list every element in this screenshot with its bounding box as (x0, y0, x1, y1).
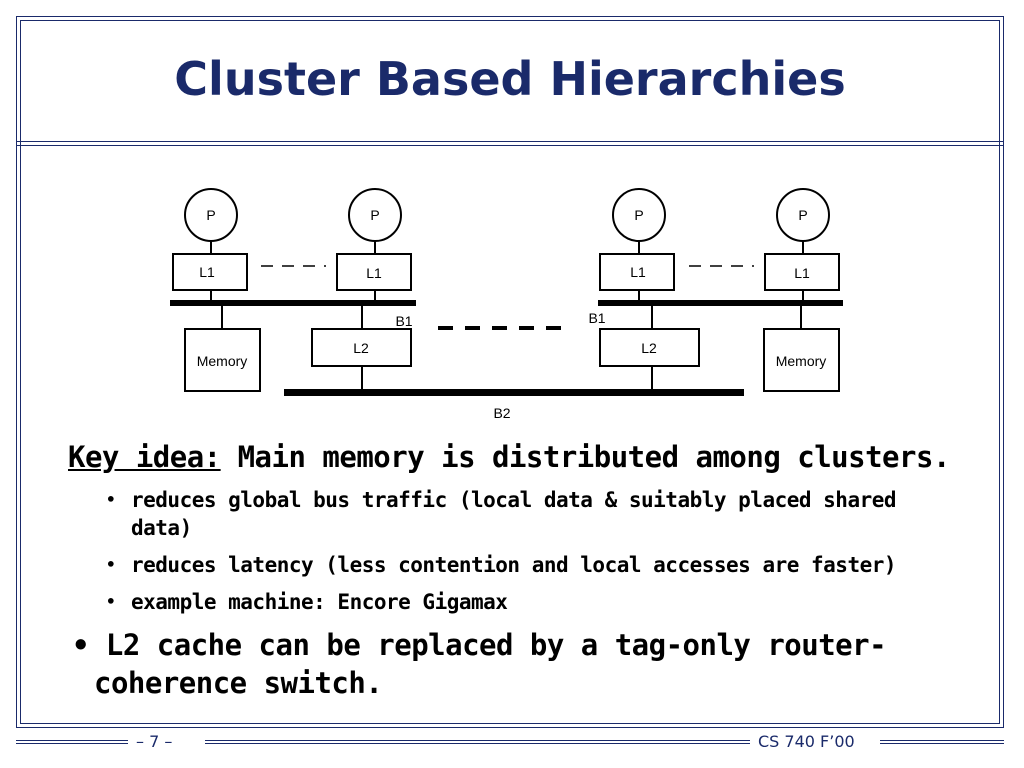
l1-cache-3 (599, 253, 675, 291)
l1-cache-4 (764, 253, 840, 291)
l2-cache-1-label: L2 (353, 340, 369, 356)
key-idea-text: Main memory is distributed among cluster… (220, 440, 951, 474)
key-idea-statement: Key idea: Main memory is distributed amo… (68, 440, 950, 474)
footer-rule-right (880, 740, 1004, 744)
l1-cache-2-label: L1 (366, 265, 382, 281)
bus-b1-right-label: B1 (588, 310, 605, 326)
l1-cache-2 (336, 253, 412, 291)
processor-3-label: P (634, 207, 643, 223)
l1-cache-3-label: L1 (630, 264, 646, 280)
key-idea-sub-bullets: reduces global bus traffic (local data &… (106, 486, 926, 625)
main-bullet-text: L2 cache can be replaced by a tag-only r… (94, 628, 887, 700)
bus-b1-left-label: B1 (395, 313, 412, 329)
bus-b1-right (598, 300, 843, 306)
memory-1-label: Memory (197, 353, 248, 369)
sub-bullet: reduces latency (less contention and loc… (106, 551, 926, 579)
footer-rule-left (16, 740, 128, 744)
memory-2-label: Memory (776, 353, 827, 369)
l1-cache-1 (172, 253, 248, 291)
main-bullet-marker: • (72, 628, 106, 662)
processor-1-label: P (206, 207, 215, 223)
footer-page-number: – 7 – (136, 732, 173, 751)
processor-4-label: P (798, 207, 807, 223)
title-divider-top (16, 141, 1004, 142)
l1-cache-1-label: L1 (199, 264, 215, 280)
memory-1 (184, 328, 261, 392)
l1-cache-4-label: L1 (794, 265, 810, 281)
key-idea-label: Key idea: (68, 440, 221, 474)
memory-2 (763, 328, 840, 392)
sub-bullet: reduces global bus traffic (local data &… (106, 486, 926, 542)
bus-b2-label: B2 (493, 405, 510, 421)
slide-title: Cluster Based Hierarchies (174, 52, 846, 106)
bus-b1-left (170, 300, 416, 306)
slide-frame-outer (16, 16, 1004, 728)
processor-2-label: P (370, 207, 379, 223)
sub-bullet: example machine: Encore Gigamax (106, 588, 926, 616)
main-bullet: • L2 cache can be replaced by a tag-only… (72, 626, 954, 702)
title-divider-bottom (16, 145, 1004, 146)
footer-course: CS 740 F’00 (758, 732, 855, 751)
l2-cache-1 (311, 328, 412, 367)
footer-rule-middle (205, 740, 750, 744)
bus-b2 (284, 389, 744, 396)
l2-cache-2 (599, 328, 700, 367)
l2-cache-2-label: L2 (641, 340, 657, 356)
slide-frame-inner (20, 20, 1000, 724)
